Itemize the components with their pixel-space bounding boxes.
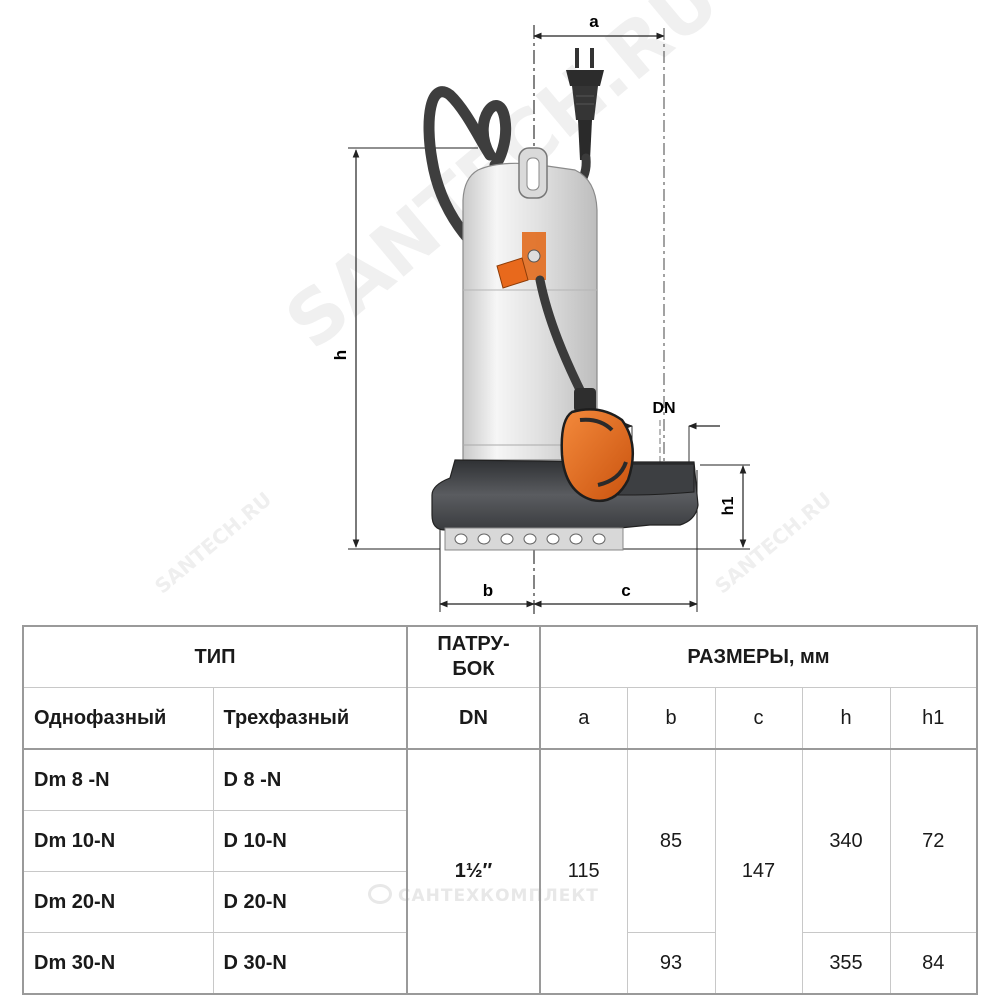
row-single-model: Dm 10-N (22, 810, 214, 872)
specification-table: ТИП ПАТРУ- БОК РАЗМЕРЫ, мм Однофазный Тр… (22, 625, 979, 995)
col-b: b (626, 687, 716, 750)
power-plug-icon (566, 48, 604, 160)
a-value: 115 (539, 748, 628, 995)
dimension-h1-label: h1 (720, 497, 737, 516)
dimension-h-label: h (331, 350, 350, 360)
row-single-model: Dm 20-N (22, 871, 214, 933)
b-value-1: 85 (626, 748, 716, 933)
dimension-dn-label: DN (652, 400, 675, 417)
col-h: h (801, 687, 891, 750)
h1-value-2: 84 (889, 932, 979, 995)
type-header: ТИП (22, 625, 408, 688)
row-three-model: D 8 -N (212, 748, 408, 811)
dimension-b-label: b (483, 581, 493, 600)
dn-value: 1½″ (406, 748, 541, 995)
dimension-a-label: a (589, 12, 599, 31)
row-three-model: D 20-N (212, 871, 408, 933)
col-c: c (714, 687, 803, 750)
row-three-model: D 10-N (212, 810, 408, 872)
pump-motor-body (462, 162, 598, 461)
dimension-c-label: c (621, 581, 630, 600)
row-single-model: Dm 30-N (22, 932, 214, 995)
col-h1: h1 (889, 687, 979, 750)
col-dn: DN (406, 687, 541, 750)
c-value: 147 (714, 748, 803, 995)
b-value-2: 93 (626, 932, 716, 995)
inlet-header: ПАТРУ- БОК (406, 625, 541, 688)
pump-dimension-drawing: a h h1 DN b c (331, 12, 750, 618)
h-value-2: 355 (801, 932, 891, 995)
col-a: a (539, 687, 628, 750)
h1-value-1: 72 (889, 748, 979, 933)
sizes-header: РАЗМЕРЫ, мм (538, 625, 979, 688)
row-three-model: D 30-N (212, 932, 408, 995)
h-value-1: 340 (801, 748, 891, 933)
float-switch (560, 388, 634, 503)
col-three-phase: Трехфазный (212, 687, 408, 750)
row-single-model: Dm 8 -N (22, 748, 214, 811)
col-single-phase: Однофазный (22, 687, 214, 750)
